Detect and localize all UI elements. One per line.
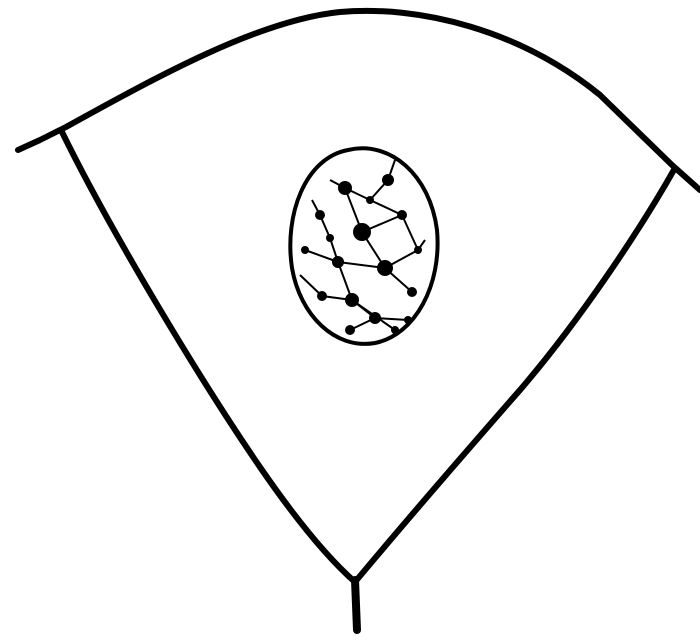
junction-stub-bottom: [355, 580, 357, 630]
chromatin-granule: [397, 210, 407, 220]
chromatin-granule: [407, 287, 417, 297]
chromatin-granule: [353, 223, 371, 241]
chromatin-granule: [345, 293, 359, 307]
chromatin-granule: [345, 325, 355, 335]
nucleus: [290, 148, 437, 344]
chromatin-granule: [315, 210, 325, 220]
chromatin-granule: [317, 291, 327, 301]
chromatin-granule: [326, 234, 334, 242]
chromatin-granule: [404, 316, 412, 324]
chromatin-granule: [377, 260, 393, 276]
chromatin-granule: [366, 196, 374, 204]
chromatin-granule: [414, 246, 422, 254]
chromatin-granule: [382, 174, 394, 186]
chromatin-granule: [301, 246, 309, 254]
chromatin-granule: [391, 326, 399, 334]
chromatin-granule: [369, 312, 381, 324]
chromatin-granule: [332, 256, 344, 268]
chromatin-granule: [338, 181, 352, 195]
